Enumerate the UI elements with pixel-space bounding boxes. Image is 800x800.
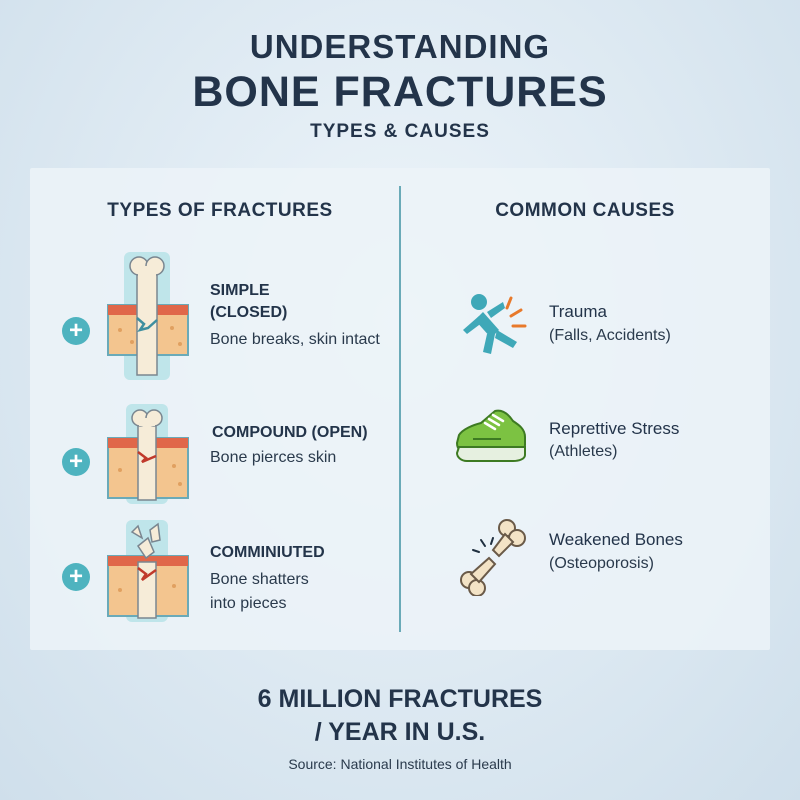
column-divider <box>399 186 401 632</box>
cause-trauma: Trauma (Falls, Accidents) <box>455 290 755 370</box>
cause-name: Weakened Bones <box>549 530 683 549</box>
types-heading: TYPES OF FRACTURES <box>107 200 333 221</box>
plus-icon: + <box>62 317 90 345</box>
title-line-1: UNDERSTANDING <box>249 28 551 65</box>
plus-icon: + <box>62 563 90 591</box>
type-name: COMPOUND (OPEN) <box>212 424 368 441</box>
subtitle: TYPES & CAUSES <box>310 121 490 142</box>
statistic: 6 MILLION FRACTURES / YEAR IN U.S. <box>0 683 800 749</box>
type-name-line2: (CLOSED) <box>210 304 288 321</box>
running-shoe-icon <box>455 409 526 462</box>
cause-name: Trauma <box>549 302 607 321</box>
simple-fracture-icon <box>107 252 189 380</box>
cause-weakened-bones: Weakened Bones (Osteoporosis) <box>455 518 755 598</box>
plus-icon: + <box>62 448 90 476</box>
statistic-line2: / YEAR IN U.S. <box>314 718 486 746</box>
fracture-type-compound: + COMPOUND (OPEN) Bone pierces skin <box>60 400 390 520</box>
type-description: Bone breaks, skin intact <box>210 331 380 348</box>
fracture-type-simple: + SIMPLE (CLOSED) Bone breaks, skin inta… <box>60 250 390 380</box>
broken-bone-icon <box>460 519 526 596</box>
fracture-type-comminuted: + COMMINIUTED Bone shatters into pieces <box>60 518 390 638</box>
type-description-line2: into pieces <box>210 595 287 612</box>
causes-heading: COMMON CAUSES <box>495 200 675 221</box>
cause-repetitive-stress: Reprettive Stress (Athletes) <box>455 405 755 485</box>
cause-description: (Osteoporosis) <box>549 555 654 572</box>
falling-person-icon <box>463 294 527 354</box>
type-description-line1: Bone shatters <box>210 571 309 588</box>
source-citation: Source: National Institutes of Health <box>288 756 512 772</box>
cause-description: (Falls, Accidents) <box>549 327 671 344</box>
cause-name: Reprettive Stress <box>549 419 680 438</box>
title-line-2: BONE FRACTURES <box>192 68 608 116</box>
cause-description: (Athletes) <box>549 443 618 460</box>
type-name-line1: SIMPLE <box>210 282 270 299</box>
compound-fracture-icon <box>107 404 189 504</box>
type-name: COMMINIUTED <box>210 544 325 561</box>
type-description: Bone pierces skin <box>210 449 337 466</box>
statistic-line1: 6 MILLION FRACTURES <box>257 685 543 713</box>
comminuted-fracture-icon <box>107 520 189 622</box>
